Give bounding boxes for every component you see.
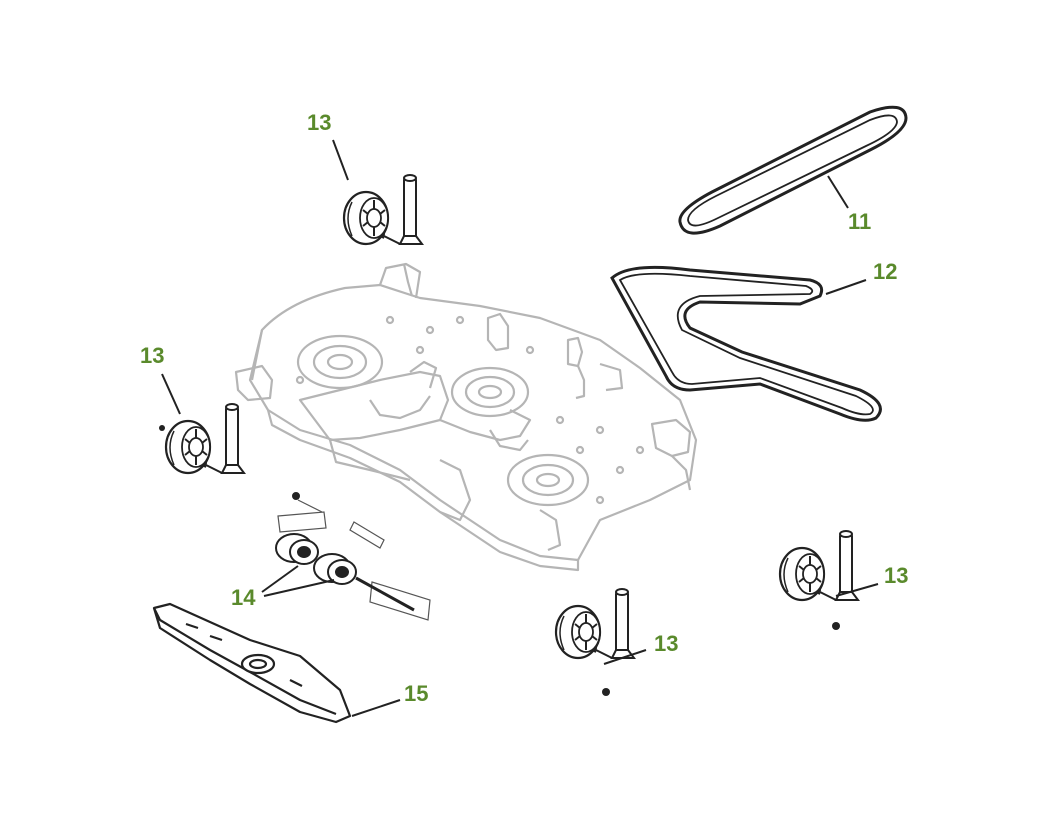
- callout-14: 14: [231, 585, 256, 610]
- callout-13-left: 13: [140, 343, 165, 368]
- mower-deck-icon: [234, 262, 698, 572]
- callout-13-top: 13: [307, 110, 332, 135]
- callout-15: 15: [404, 681, 429, 706]
- callout-13-right: 13: [884, 563, 909, 588]
- roller-icon: [275, 492, 431, 621]
- long-belt-icon: [678, 105, 908, 235]
- v-belt-icon: [610, 265, 882, 422]
- callout-13-bottom: 13: [654, 631, 679, 656]
- callout-12: 12: [873, 259, 898, 284]
- callout-11: 11: [848, 209, 872, 234]
- mower-blade-icon: [152, 602, 352, 724]
- leader-lines: [161, 139, 879, 717]
